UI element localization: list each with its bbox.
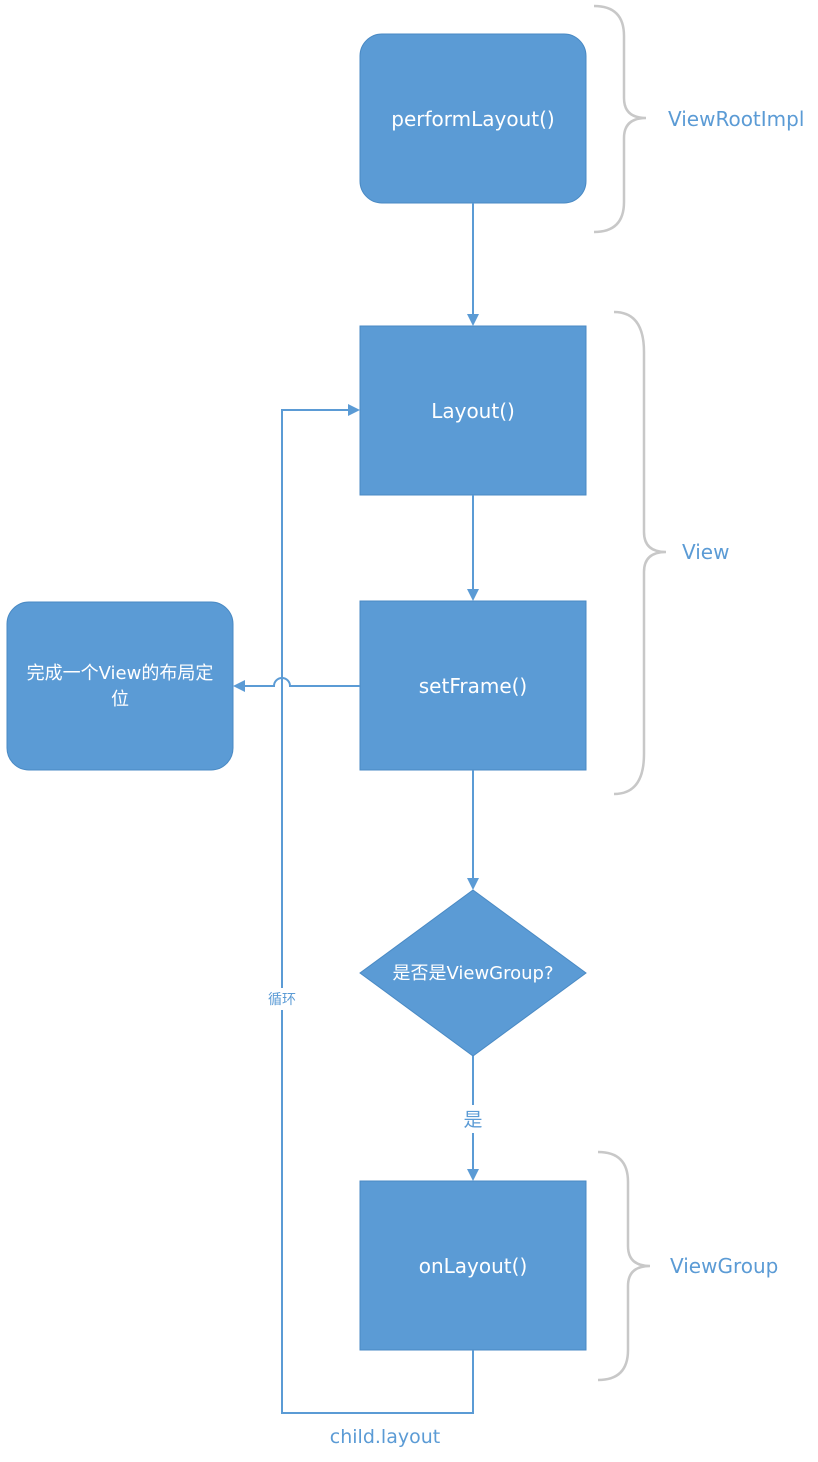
edges	[233, 203, 479, 1414]
edge-child-layout-label: child.layout	[330, 1426, 440, 1448]
brace-view	[613, 310, 667, 796]
node-set-frame-label: setFrame()	[419, 674, 528, 698]
brace-label-view-root-impl: ViewRootImpl	[668, 107, 804, 131]
node-decision-label: 是否是ViewGroup?	[392, 963, 553, 984]
braces	[593, 4, 667, 1382]
node-done-label-line2: 位	[111, 689, 129, 710]
node-perform-layout-label: performLayout()	[391, 107, 554, 131]
brace-view-group	[597, 1150, 651, 1382]
node-layout-label: Layout()	[431, 399, 515, 423]
edge-loop-back	[281, 404, 474, 1414]
node-done: 完成一个View的布局定 位	[6, 601, 234, 771]
edge-setframe-to-done	[233, 677, 360, 692]
node-set-frame: setFrame()	[359, 600, 587, 771]
brace-label-view: View	[682, 540, 729, 564]
edge-yes-label: 是	[463, 1109, 482, 1131]
brace-view-root-impl	[593, 4, 647, 234]
node-layout: Layout()	[359, 325, 587, 496]
edge-loop-bg	[262, 988, 302, 1010]
brace-label-view-group: ViewGroup	[670, 1254, 778, 1278]
node-on-layout: onLayout()	[359, 1180, 587, 1351]
node-decision: 是否是ViewGroup?	[359, 889, 587, 1057]
edge-loop-label: 循环	[268, 992, 296, 1008]
node-on-layout-label: onLayout()	[419, 1254, 528, 1278]
node-perform-layout: performLayout()	[359, 33, 587, 204]
edge-yes-bg	[458, 1105, 488, 1133]
node-done-label-line1: 完成一个View的布局定	[27, 663, 214, 684]
